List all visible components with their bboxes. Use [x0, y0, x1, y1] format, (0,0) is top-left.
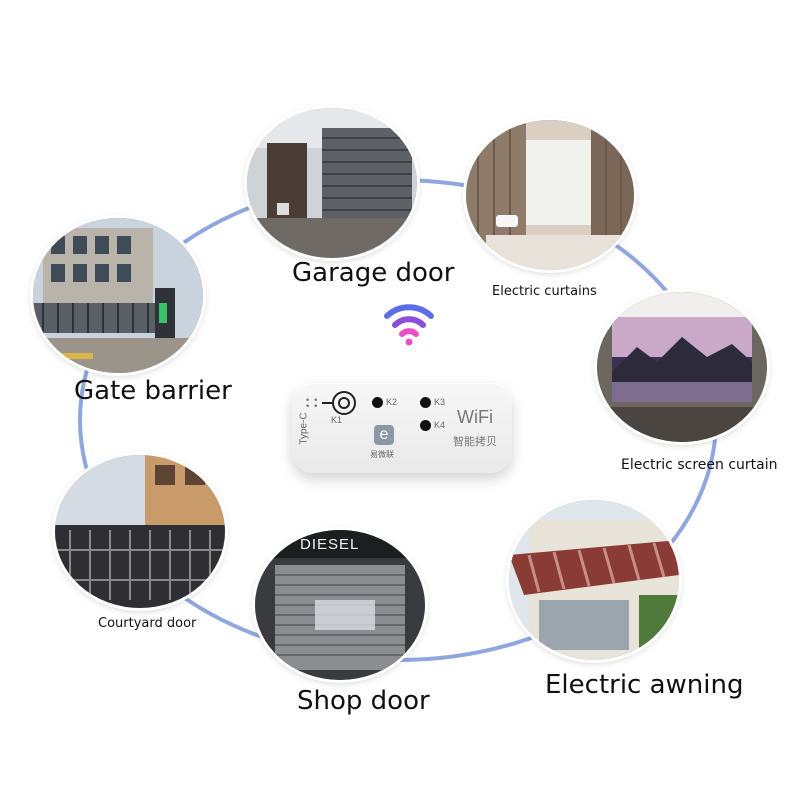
- brand-name-cn: 易微联: [370, 450, 394, 459]
- k4-label: K4: [434, 420, 446, 430]
- electric-screen-curtain-photo: [597, 292, 767, 442]
- electric-curtains-label: Electric curtains: [492, 284, 597, 299]
- wifi-relay-module: Type-C • •• • K1 K2 K3 K4 e 易微联 WiFi 智能拷…: [292, 383, 512, 473]
- electric-awning-label: Electric awning: [545, 670, 744, 700]
- courtyard-door-photo: [55, 455, 225, 608]
- wifi-text: WiFi: [457, 407, 493, 427]
- k3-button: [420, 397, 431, 408]
- indicator-dots-icon: • •• •: [305, 396, 319, 412]
- shop-sign-text: DIESEL: [300, 536, 360, 553]
- wifi-subtitle-cn: 智能拷贝: [453, 436, 497, 448]
- courtyard-door-label: Courtyard door: [98, 616, 197, 631]
- garage-door-photo: [247, 108, 417, 258]
- k2-button: [372, 397, 383, 408]
- brand-logo: e: [374, 425, 394, 445]
- k2-label: K2: [386, 397, 398, 407]
- electric-screen-curtain-label: Electric screen curtain: [621, 457, 778, 473]
- type-c-label: Type-C: [298, 412, 310, 445]
- electric-awning-photo: [509, 500, 679, 660]
- k1-label: K1: [331, 415, 343, 425]
- electric-curtains-photo: [466, 120, 634, 270]
- k4-button: [420, 420, 431, 431]
- gate-barrier-label: Gate barrier: [74, 376, 232, 406]
- gate-barrier-photo: [33, 218, 203, 373]
- wifi-icon: [384, 304, 434, 346]
- type-c-port-icon: [322, 391, 356, 415]
- shop-door-label: Shop door: [297, 686, 430, 716]
- garage-door-label: Garage door: [292, 258, 455, 288]
- k3-label: K3: [434, 397, 446, 407]
